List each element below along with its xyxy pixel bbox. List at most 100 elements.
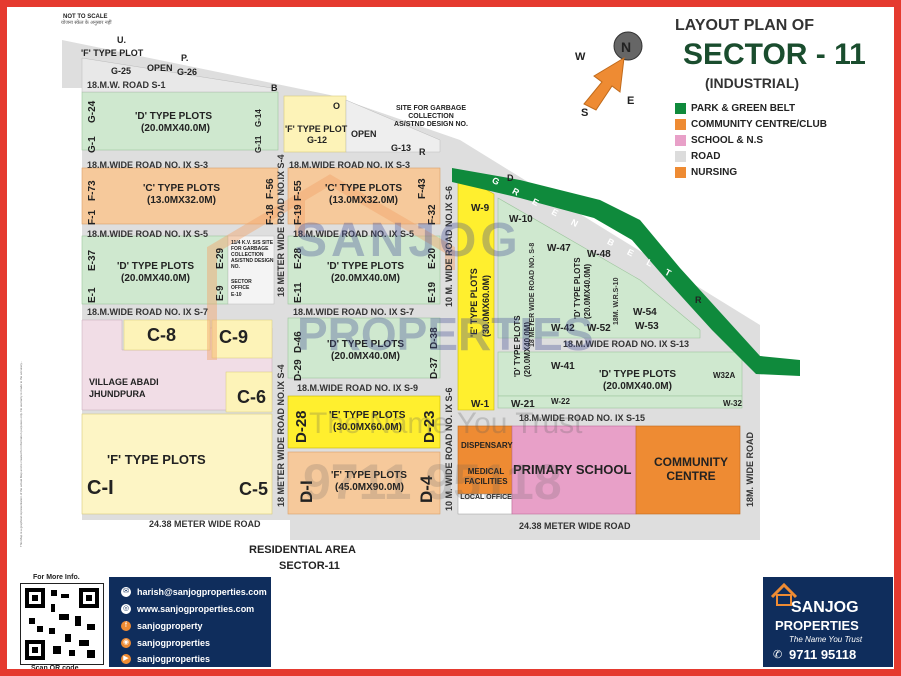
facebook-icon: f — [121, 621, 131, 631]
logo-house-icon — [770, 582, 798, 606]
plot-g12: G-12 — [307, 135, 328, 145]
contact-email[interactable]: harish@sanjogproperties.com — [137, 587, 267, 597]
c-mid-name: 'C' TYPE PLOTS — [325, 183, 402, 194]
road-right: 18M. WIDE ROAD — [745, 431, 755, 507]
plot-c1: C-I — [87, 477, 114, 499]
watermark-phone: 9711 95118 — [303, 454, 562, 510]
plot-w48: W-48 — [587, 249, 611, 260]
contact-web[interactable]: www.sanjogproperties.com — [137, 604, 255, 614]
block-d-left-2 — [81, 235, 229, 305]
block-c6 — [225, 371, 273, 413]
plot-e29: E-29 — [215, 247, 226, 269]
youtube-icon: ▶ — [121, 654, 131, 664]
label-f-type-plot-top: 'F' TYPE PLOT — [81, 48, 144, 58]
road-s3-left: 18.M.WIDE ROAD NO. IX S-3 — [87, 160, 209, 170]
legend-school: SCHOOL & N.S — [691, 135, 764, 146]
village-line1: VILLAGE ABADI — [89, 377, 159, 387]
compass-e: E — [627, 95, 635, 107]
contact-panel — [109, 577, 271, 667]
logo-line1: SANJOG — [791, 599, 859, 616]
road-s5-left: 18.M.WIDE ROAD NO. IX S-5 — [87, 229, 209, 239]
road-s10: 18M. W.R.S-10 — [613, 277, 620, 325]
sector-office: SECTOR OFFICE — [231, 279, 252, 291]
plot-g11: G-11 — [254, 135, 263, 153]
road-s3-right: 18.M.WIDE ROAD NO. IX S-3 — [289, 160, 411, 170]
community-label: COMMUNITY CENTRE — [654, 455, 728, 483]
plot-e11: E-11 — [293, 282, 304, 303]
label-u: U. — [117, 35, 126, 45]
legend-nursing: NURSING — [691, 167, 738, 178]
road-s7-right: 18.M.WIDE ROAD NO. IX S-7 — [293, 307, 415, 317]
f-mid-size: (45.0MX90.0M) — [335, 482, 404, 493]
compass-n: N — [621, 39, 632, 55]
block-kv-site — [227, 235, 275, 305]
footer-scan: Scan QR code — [31, 665, 79, 672]
plot-f43: F-43 — [417, 178, 428, 199]
block-c8 — [123, 319, 211, 351]
compass-s: S — [581, 107, 589, 119]
label-p: P. — [181, 53, 189, 63]
d-right3-size: (20.0MX40.0M) — [603, 381, 672, 392]
d-left2-name: 'D' TYPE PLOTS — [117, 261, 194, 272]
watermark-brand: SANJOG — [295, 214, 522, 267]
block-community — [635, 425, 741, 515]
contact-facebook[interactable]: sanjogproperty — [137, 621, 203, 631]
phone-icon: ✆ — [773, 649, 783, 661]
plot-f56: F-56 — [265, 178, 276, 199]
block-d-right-3 — [497, 395, 743, 409]
block-d-mid — [287, 235, 441, 305]
road-bottom-left: 24.38 METER WIDE ROAD — [149, 519, 261, 529]
garbage-site-note: SITE FOR GARBAGE COLLECTION AS/STND DESI… — [394, 105, 468, 128]
title-line1: LAYOUT PLAN OF — [675, 17, 814, 34]
f-mid-name: 'F' TYPE PLOTS — [331, 470, 407, 481]
label-r: R — [419, 147, 426, 157]
qr-code[interactable] — [20, 583, 104, 665]
e-mid-size: (30.0MX60.0M) — [333, 422, 402, 433]
plot-g14: G-14 — [254, 109, 263, 127]
green-belt-r: R — [695, 295, 702, 305]
logo-line2: PROPERTIES — [775, 618, 859, 633]
legend-swatch-community — [675, 119, 686, 130]
plot-w22: W-22 — [551, 397, 570, 406]
block-c-mid — [287, 167, 441, 225]
local-office-label: LOCAL OFFICE — [460, 494, 512, 501]
disclaimer: This Map is a graphical representation o… — [19, 360, 23, 547]
label-o: O — [333, 101, 341, 111]
road-s1: 18.M.W. ROAD S-1 — [87, 80, 166, 90]
d-mid2-name: 'D' TYPE PLOTS — [327, 339, 404, 350]
plot-w32: W-32 — [723, 399, 742, 408]
plot-d28: D-28 — [293, 410, 310, 443]
contact-youtube[interactable]: sanjogproperties — [137, 654, 211, 664]
road-s4-upper: 18 METER WIDE ROAD NO.IX S-4 — [276, 154, 286, 297]
village-line2: JHUNDPURA — [89, 389, 146, 399]
plot-d29: D-29 — [293, 359, 304, 381]
d-left2-size: (20.0MX40.0M) — [121, 273, 190, 284]
plot-f18: F-18 — [265, 204, 276, 225]
qr-pattern — [25, 588, 99, 660]
watermark-brand2: PROPERTIES — [297, 308, 594, 360]
plot-e10-small: E-10 — [231, 292, 242, 298]
email-icon: ✉ — [121, 587, 131, 597]
road-s9: 18.M.WIDE ROAD NO. IX S-9 — [297, 383, 419, 393]
legend-community: COMMUNITY CENTRE/CLUB — [691, 119, 827, 130]
open-area-top — [345, 99, 441, 153]
watermark-house — [207, 174, 455, 360]
plot-w53: W-53 — [635, 321, 659, 332]
e-mid-name: 'E' TYPE PLOTS — [329, 410, 406, 421]
block-f-g12 — [283, 95, 347, 153]
logo-phone[interactable]: 9711 95118 — [789, 647, 857, 662]
road-bottom-right: 24.38 METER WIDE ROAD — [519, 521, 631, 531]
not-to-scale-sub: योजना स्केल के अनुसार नहीं — [61, 20, 112, 26]
label-open-top: OPEN — [147, 63, 173, 73]
title-line2: SECTOR - 11 — [683, 38, 866, 71]
plot-w32a: W32A — [713, 371, 736, 380]
plot-c5: C-5 — [239, 479, 269, 499]
block-c-left — [81, 167, 279, 225]
label-b: B — [271, 83, 278, 93]
legend-swatch-road — [675, 151, 686, 162]
contact-instagram[interactable]: sanjogproperties — [137, 638, 211, 648]
label-d: D — [507, 173, 514, 183]
school-label: PRIMARY SCHOOL — [513, 462, 632, 477]
plot-c9: C-9 — [219, 327, 249, 347]
